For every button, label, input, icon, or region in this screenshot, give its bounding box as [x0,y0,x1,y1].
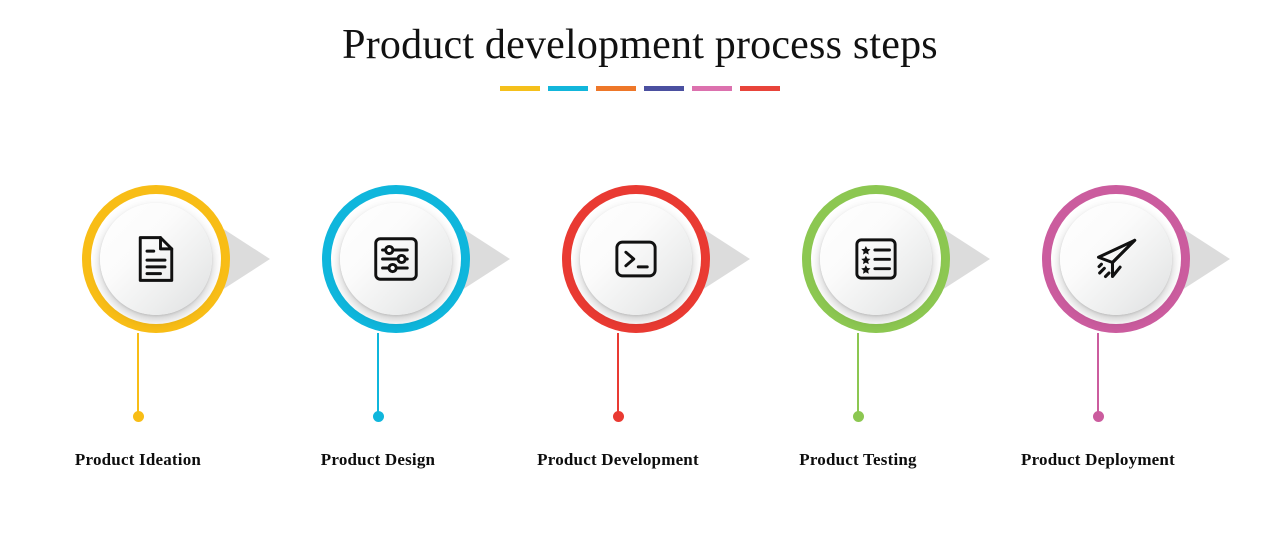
terminal-prompt-icon [609,232,663,286]
step-ring-product-deployment [1042,185,1190,333]
process-step-product-testing[interactable]: Product Testing [738,0,990,538]
step-connector-line [377,333,379,415]
step-label-product-design: Product Design [320,450,436,469]
process-step-product-deployment[interactable]: Product Deployment [978,0,1230,538]
step-label-product-testing: Product Testing [799,450,917,469]
step-ring-product-development [562,185,710,333]
step-icon-disc-product-ideation[interactable] [100,203,212,315]
paper-plane-send-icon [1088,231,1144,287]
header: Product development process steps [0,0,1280,110]
rule-segment-5 [692,86,732,91]
step-icon-disc-product-deployment[interactable] [1060,203,1172,315]
process-step-product-development[interactable]: Product Development [498,0,750,538]
step-connector-line [137,333,139,415]
step-ring-product-design [322,185,470,333]
rule-segment-6 [740,86,780,91]
step-connector-dot [852,411,864,422]
rule-segment-3 [596,86,636,91]
step-ring-product-ideation [82,185,230,333]
process-step-product-design[interactable]: Product Design [258,0,510,538]
step-label-product-ideation: Product Ideation [74,450,202,469]
step-connector-dot [372,411,384,422]
step-icon-disc-product-development[interactable] [580,203,692,315]
page-title: Product development process steps [342,22,938,68]
step-icon-disc-product-testing[interactable] [820,203,932,315]
title-underline-rule [0,86,1280,91]
step-label-product-development: Product Development [537,450,699,469]
rule-segment-4 [644,86,684,91]
rule-segment-1 [500,86,540,91]
step-ring-product-testing [802,185,950,333]
step-connector-line [617,333,619,415]
process-step-product-ideation[interactable]: Product Ideation [18,0,270,538]
rule-segment-2 [548,86,588,91]
step-connector-dot [1092,411,1104,422]
step-connector-line [857,333,859,415]
sliders-settings-icon [369,232,423,286]
star-checklist-icon [849,232,903,286]
document-icon [129,232,183,286]
step-connector-dot [132,411,144,422]
step-connector-dot [612,411,624,422]
step-label-product-deployment: Product Deployment [1021,450,1175,469]
step-icon-disc-product-design[interactable] [340,203,452,315]
step-connector-line [1097,333,1099,415]
